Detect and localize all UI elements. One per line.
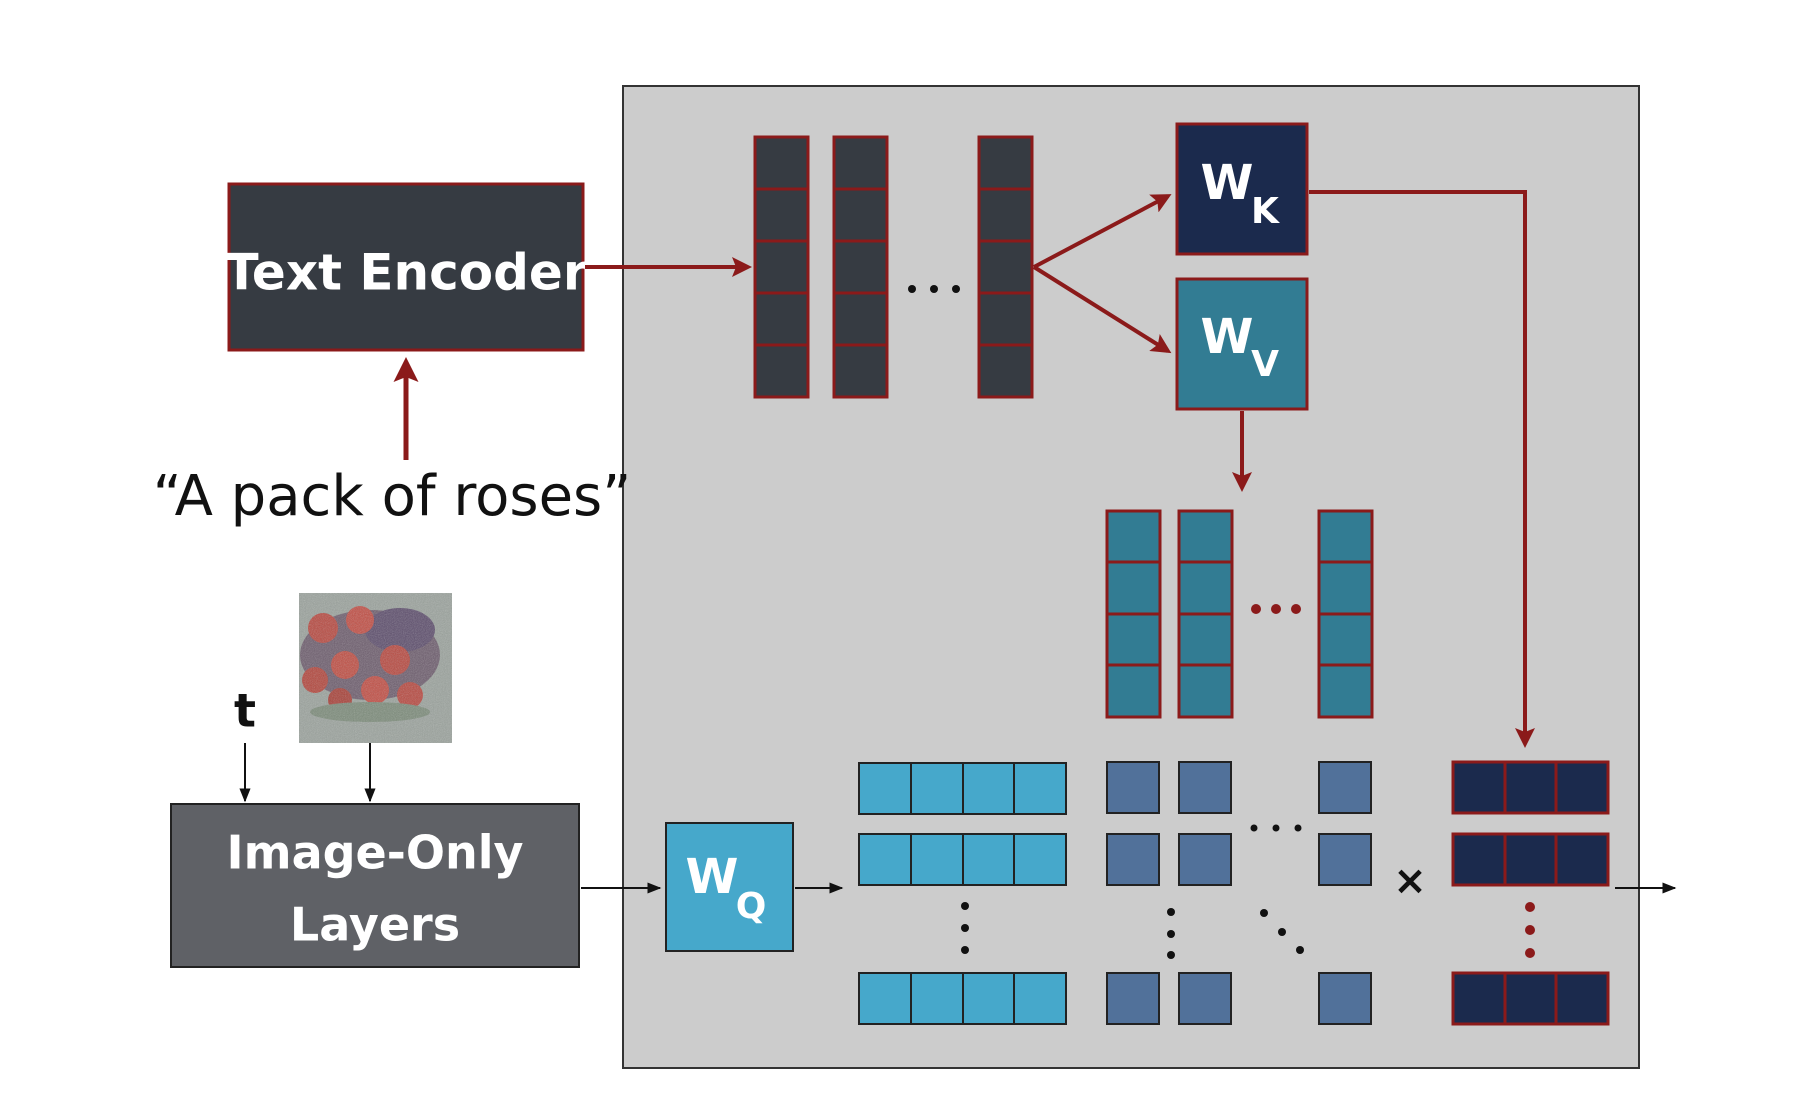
wv-label: W	[1201, 309, 1254, 365]
query-row	[858, 972, 1067, 1025]
value-column	[1177, 509, 1234, 719]
ellipsis-icon	[1250, 824, 1302, 832]
prompt-text: “A pack of roses”	[153, 464, 631, 529]
wk-subscript: K	[1251, 191, 1280, 232]
value-columns	[1105, 509, 1374, 719]
rose-bouquet-noisy-image	[299, 593, 452, 743]
wk-label: W	[1201, 155, 1254, 211]
tokens-to-wv-arrow	[1032, 265, 1172, 354]
timestep-label: t	[234, 684, 256, 738]
vertical-ellipsis-icon	[961, 902, 969, 954]
image-only-layers-label-line2: Layers	[290, 898, 460, 952]
key-row	[1451, 971, 1610, 1026]
text-token-column	[832, 135, 889, 399]
wk-to-keys-arrow	[1309, 190, 1535, 748]
wv-box: W V	[1175, 277, 1309, 411]
attention-matrix	[1106, 761, 1372, 1025]
tokens-to-wk-arrow	[1033, 194, 1172, 269]
wq-subscript: Q	[736, 886, 767, 927]
wk-box: W K	[1175, 122, 1309, 256]
vertical-ellipsis-icon	[1525, 902, 1535, 958]
value-column	[1105, 509, 1162, 719]
image-only-layers-label-line1: Image-Only	[227, 826, 524, 880]
ellipsis-icon	[1251, 604, 1301, 614]
text-encoder-box: Text Encoder	[224, 182, 588, 352]
query-row	[858, 762, 1067, 815]
key-row	[1451, 760, 1610, 815]
wq-label: W	[686, 849, 739, 905]
query-rows	[858, 762, 1067, 1025]
value-column	[1317, 509, 1374, 719]
key-row	[1451, 832, 1610, 887]
query-row	[858, 833, 1067, 886]
ellipsis-icon	[908, 285, 960, 293]
text-token-column	[977, 135, 1034, 399]
text-token-columns	[753, 135, 1034, 399]
multiply-sign: ×	[1393, 858, 1427, 904]
vertical-ellipsis-icon	[1167, 908, 1175, 959]
text-encoder-label: Text Encoder	[224, 244, 587, 302]
wv-subscript: V	[1251, 344, 1279, 385]
image-only-layers-box: Image-Only Layers	[170, 803, 580, 968]
text-token-column	[753, 135, 810, 399]
diagonal-ellipsis-icon	[1260, 909, 1304, 954]
wq-box: W Q	[665, 822, 794, 952]
key-rows	[1451, 760, 1610, 1026]
